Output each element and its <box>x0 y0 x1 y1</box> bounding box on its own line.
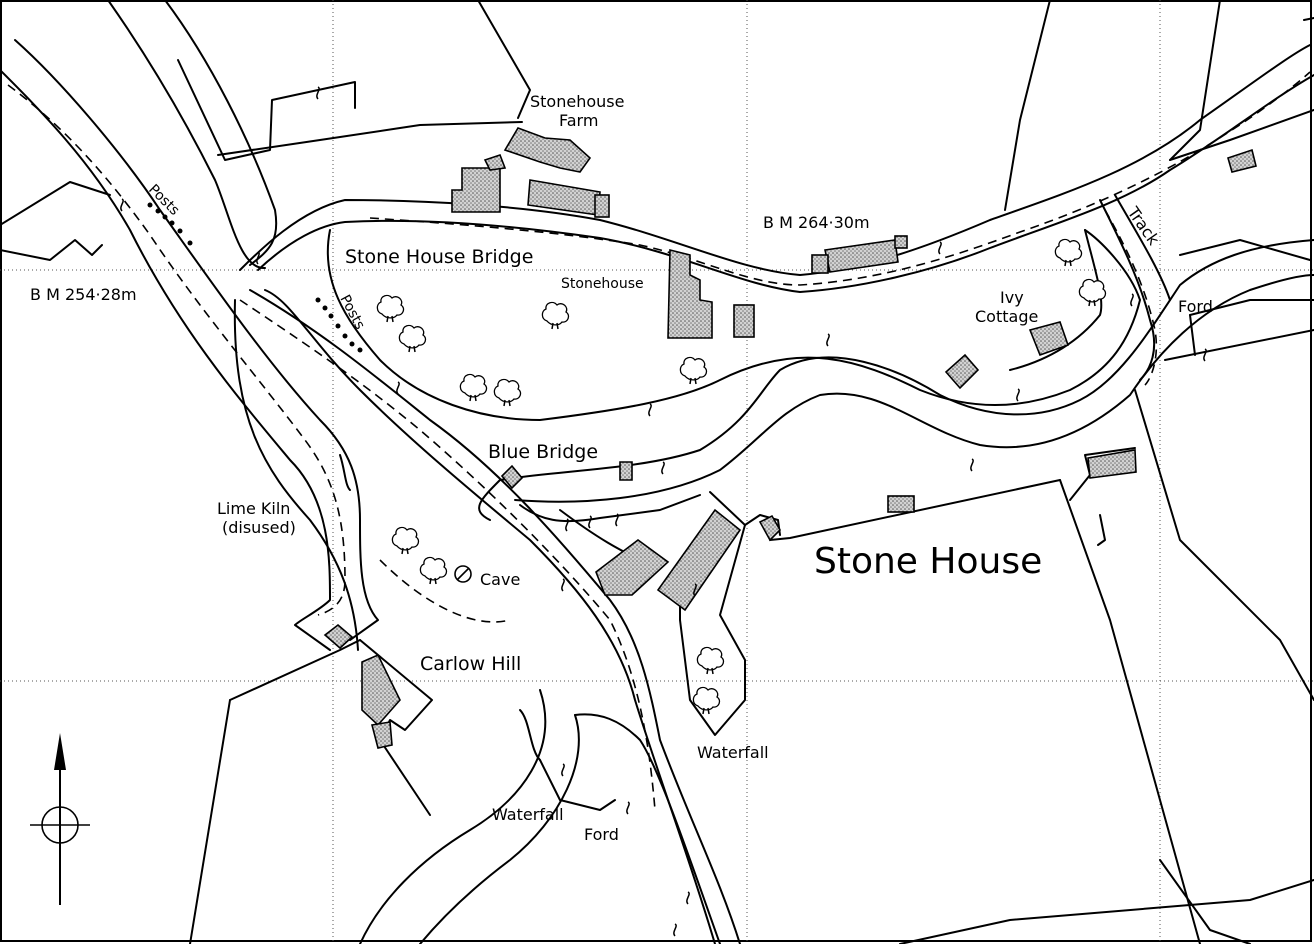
label-ivy-cottage-2: Cottage <box>975 307 1038 326</box>
label-stonehouse-farm-1: Stonehouse <box>530 92 624 111</box>
compass-crosshair-icon <box>30 806 90 844</box>
label-ford-right: Ford <box>1178 297 1213 316</box>
tree-icon <box>398 324 427 353</box>
label-carlow-hill: Carlow Hill <box>420 653 521 675</box>
label-lime-kiln-1: Lime Kiln <box>217 499 290 518</box>
label-stonehouse: Stonehouse <box>561 276 644 292</box>
river <box>478 239 1314 561</box>
tree-icon <box>376 294 405 323</box>
label-ford-bottom: Ford <box>584 825 619 844</box>
buildings <box>323 127 1257 749</box>
cave-icon <box>454 565 472 583</box>
tree-icon <box>493 378 522 407</box>
label-bm-254: B M 254·28m <box>30 285 137 304</box>
tree-icon <box>1054 238 1083 267</box>
label-stonehouse-farm-2: Farm <box>559 111 598 130</box>
tree-icon <box>459 373 488 402</box>
tree-icon <box>541 301 570 330</box>
label-stone-house-bridge: Stone House Bridge <box>345 246 533 268</box>
label-cave: Cave <box>480 570 520 589</box>
labels: Stonehouse Farm B M 264·30m Stone House … <box>30 92 1213 844</box>
posts-icon <box>147 202 363 353</box>
hill-path <box>339 454 511 623</box>
tree-icon <box>419 556 448 585</box>
label-blue-bridge: Blue Bridge <box>488 441 598 463</box>
label-track: Track <box>1123 203 1164 250</box>
tree-icon <box>696 646 725 675</box>
label-bm-264: B M 264·30m <box>763 213 870 232</box>
label-posts-top: Posts <box>145 182 182 219</box>
label-waterfall-left: Waterfall <box>492 805 564 824</box>
label-ivy-cottage-1: Ivy <box>1000 288 1024 307</box>
tree-icon <box>679 356 708 385</box>
label-stone-house: Stone House <box>814 541 1042 582</box>
north-arrow-icon <box>54 733 66 905</box>
tree-icon <box>391 526 420 555</box>
label-waterfall-right: Waterfall <box>697 743 769 762</box>
label-posts-mid: Posts <box>336 292 367 332</box>
label-lime-kiln-2: (disused) <box>222 518 296 537</box>
